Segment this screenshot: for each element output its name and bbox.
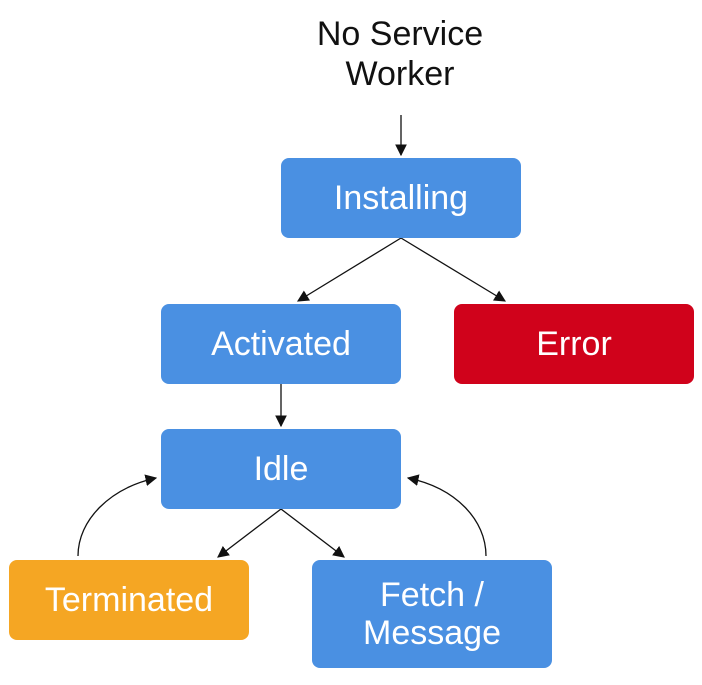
state-idle-label: Idle — [253, 450, 309, 488]
edge-installing-to-activated — [297, 237, 402, 302]
state-installing-label: Installing — [333, 179, 469, 217]
state-activated-label: Activated — [211, 325, 351, 363]
state-error: Error — [454, 304, 694, 384]
state-fetch-message: Fetch / Message — [312, 560, 552, 668]
edge-fetch-to-idle — [406, 474, 487, 557]
edge-idle-to-terminated — [217, 508, 282, 558]
state-terminated: Terminated — [9, 560, 249, 640]
state-idle: Idle — [161, 429, 401, 509]
state-activated: Activated — [161, 304, 401, 384]
state-fetch-message-label: Fetch / Message — [363, 576, 501, 652]
start-state-label: No Service Worker — [316, 15, 484, 93]
state-installing: Installing — [281, 158, 521, 238]
state-terminated-label: Terminated — [44, 581, 214, 619]
edge-installing-to-error — [400, 237, 507, 302]
state-error-label: Error — [536, 325, 612, 363]
edge-terminated-to-idle — [77, 474, 158, 557]
edge-idle-to-fetch — [280, 508, 345, 558]
